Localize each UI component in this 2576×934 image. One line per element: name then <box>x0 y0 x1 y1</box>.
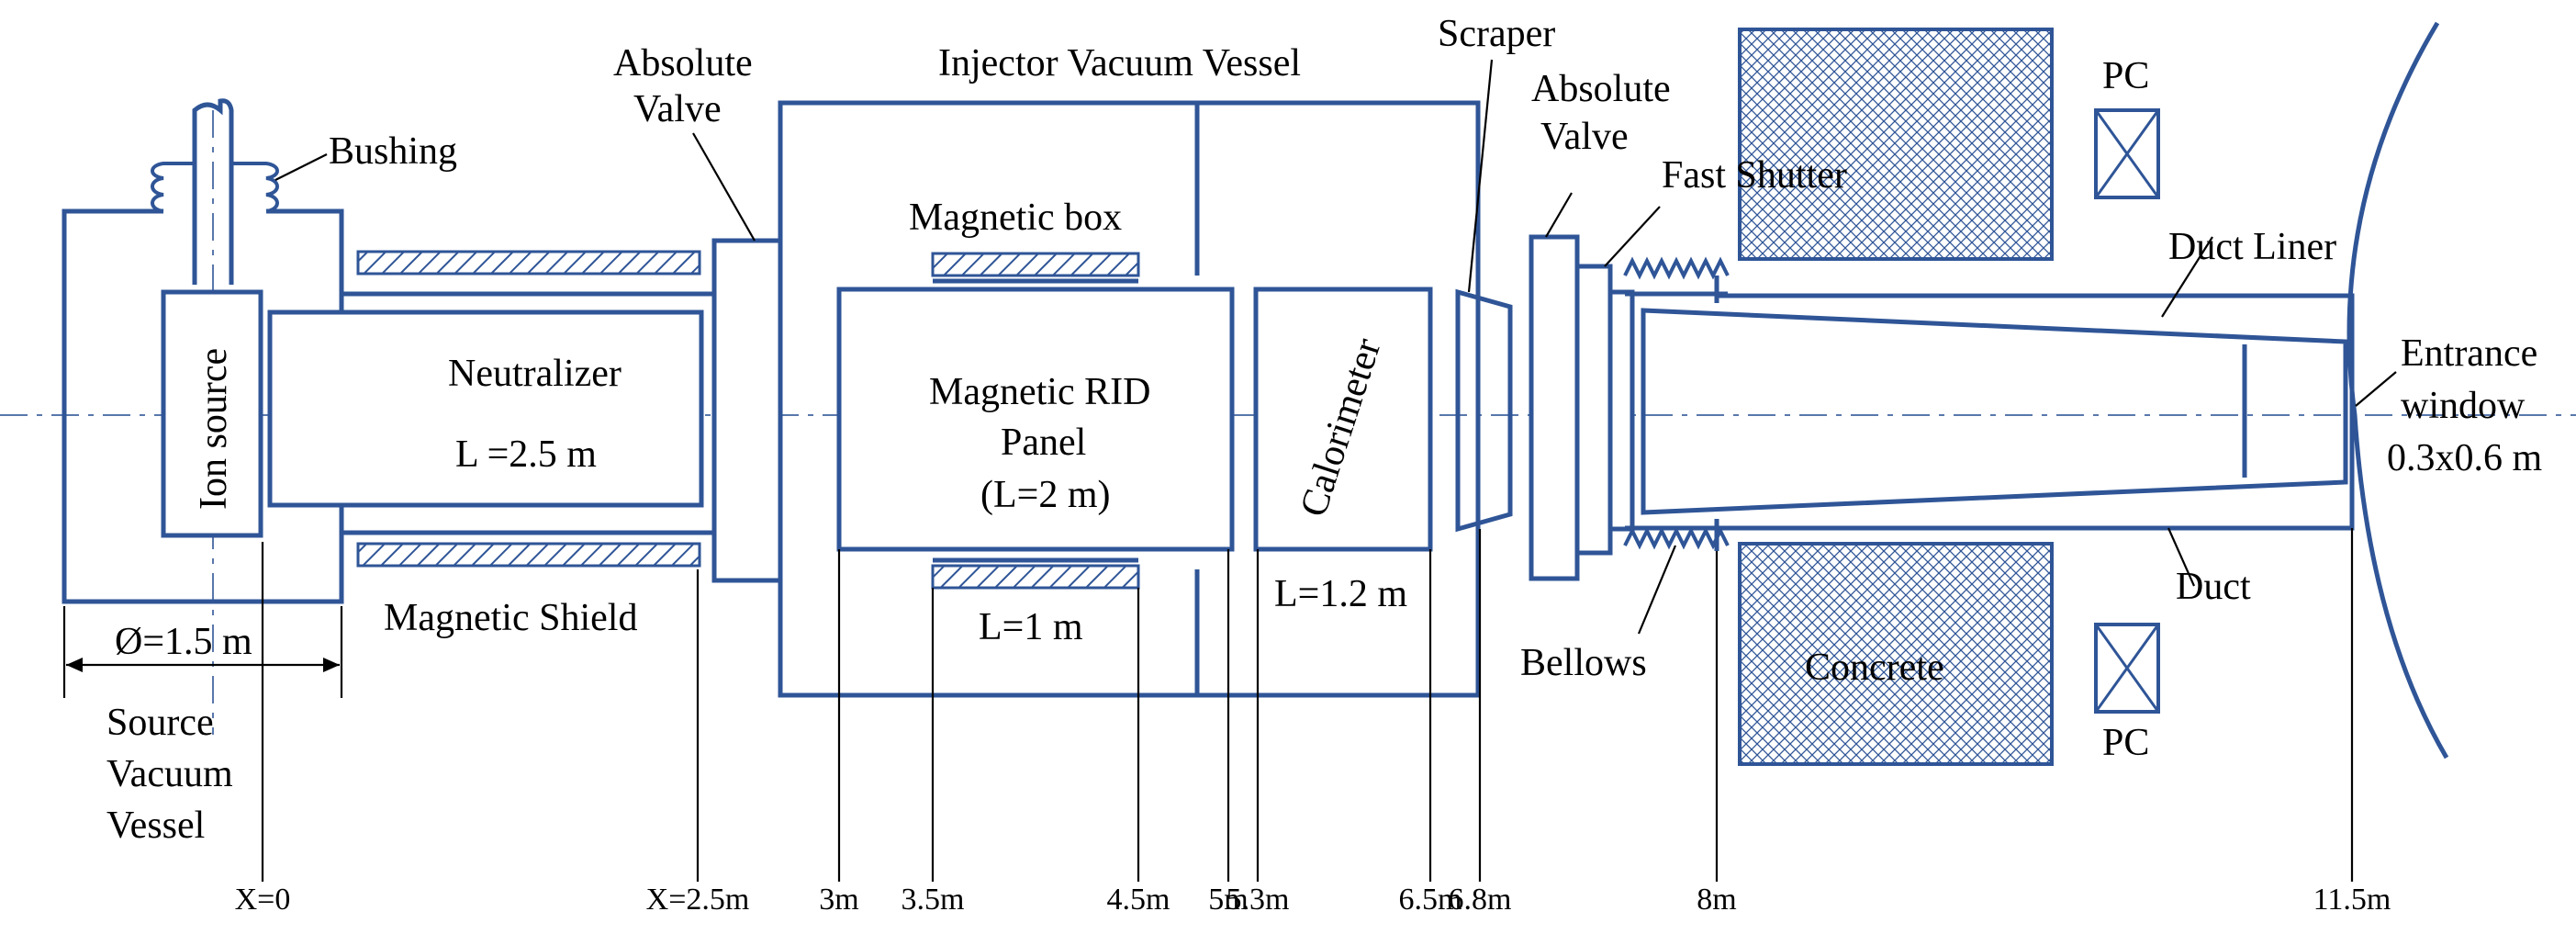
position-label-x25: X=2.5m <box>646 883 750 917</box>
position-label-x3: 3m <box>819 883 858 917</box>
rid-panel-label-line1: Magnetic RID <box>929 371 1150 413</box>
magnetic-box-top <box>931 252 1140 277</box>
bellows-top <box>1623 256 1730 280</box>
neutralizer-length-label: L =2.5 m <box>455 433 597 476</box>
scraper-label: Scraper <box>1438 13 1555 55</box>
bushing-coil-right <box>231 162 279 213</box>
position-label-x65: 6.5m <box>1399 883 1462 917</box>
injector-vessel-label: Injector Vacuum Vessel <box>938 42 1301 84</box>
duct <box>1641 293 2355 531</box>
rid-panel-label-line2: Panel <box>1001 422 1086 464</box>
position-label-x35: 3.5m <box>902 883 965 917</box>
source-vacuum-vessel <box>62 98 344 604</box>
ion-source-label: Ion source <box>193 348 235 510</box>
absolute-valve-1-label-line2: Valve <box>633 88 722 130</box>
source-vessel-label-line1: Source <box>106 702 214 744</box>
duct-liner-label: Duct Liner <box>2168 226 2336 268</box>
bellows-label: Bellows <box>1520 642 1647 684</box>
bellows-bottom <box>1623 526 1730 550</box>
entrance-window-arc <box>2346 21 2449 760</box>
absolute-valve-2-label-line1: Absolute <box>1531 68 1671 110</box>
calorimeter-length-label: L=1.2 m <box>1274 573 1407 615</box>
magnetic-shield-bottom <box>356 542 701 568</box>
duct-label: Duct <box>2176 566 2251 608</box>
entrance-window-label-line1: Entrance <box>2401 332 2537 375</box>
injector-vacuum-vessel <box>778 100 1481 698</box>
position-labels: X=0 X=2.5m 3m 3.5m 4.5m 5m5.3m 6.5m6.8m 8m 11.5m <box>235 883 2391 917</box>
entrance-window-label-line3: 0.3x0.6 m <box>2387 437 2543 479</box>
bushing-label: Bushing <box>329 130 457 173</box>
rid-panel-label-line3: (L=2 m) <box>980 474 1110 516</box>
absolute-valve-2-label-line2: Valve <box>1540 116 1629 158</box>
magnetic-box-bottom <box>931 564 1140 590</box>
position-label-x0: X=0 <box>235 883 291 917</box>
position-label-x115: 11.5m <box>2313 883 2391 917</box>
magnetic-box-label: Magnetic box <box>909 197 1122 239</box>
magnetic-box-length-label: L=1 m <box>979 606 1083 648</box>
leader-lines <box>692 59 2397 635</box>
absolute-valve-1-label-line1: Absolute <box>613 42 753 84</box>
concrete-block-top <box>1738 28 2054 261</box>
pc-bottom-label: PC <box>2102 722 2149 764</box>
absolute-valve-2 <box>1529 234 1580 581</box>
position-label-x45: 4.5m <box>1107 883 1170 917</box>
magnetic-shield-top <box>356 250 701 276</box>
fast-shutter-label: Fast Shutter <box>1662 154 1847 197</box>
absolute-valve-1 <box>711 238 783 583</box>
position-ticks <box>261 528 2354 882</box>
calorimeter-box <box>1253 287 1433 552</box>
diameter-label: Ø=1.5 m <box>115 621 252 663</box>
position-label-x68: 6.8m <box>1449 883 1512 917</box>
bushing-coil-left <box>151 162 195 213</box>
source-vessel-label-line2: Vacuum <box>106 753 233 795</box>
ion-source-box <box>161 289 263 538</box>
position-label-x53: 5.3m <box>1226 883 1290 917</box>
pc-coil-top <box>2094 108 2160 199</box>
diameter-dimension <box>62 606 343 698</box>
neutralizer-label: Neutralizer <box>448 353 622 395</box>
fast-shutter <box>1607 289 1635 532</box>
entrance-window-label-line2: window <box>2401 385 2526 427</box>
pc-top-label: PC <box>2102 55 2149 97</box>
position-label-x5: 5m <box>1208 883 1248 917</box>
valve-flange <box>1574 264 1613 556</box>
pc-coil-bottom <box>2094 623 2160 714</box>
duct-liner <box>1641 308 2348 515</box>
magnetic-shield-label: Magnetic Shield <box>384 597 637 639</box>
source-vessel-label-line3: Vessel <box>106 805 205 847</box>
scraper-shape <box>1455 288 1513 533</box>
position-label-x8: 8m <box>1697 883 1736 917</box>
concrete-block-bottom <box>1738 542 2054 766</box>
magnetic-rid-panel <box>836 287 1235 552</box>
neutralizer-box <box>267 309 704 508</box>
concrete-label: Concrete <box>1805 647 1944 689</box>
